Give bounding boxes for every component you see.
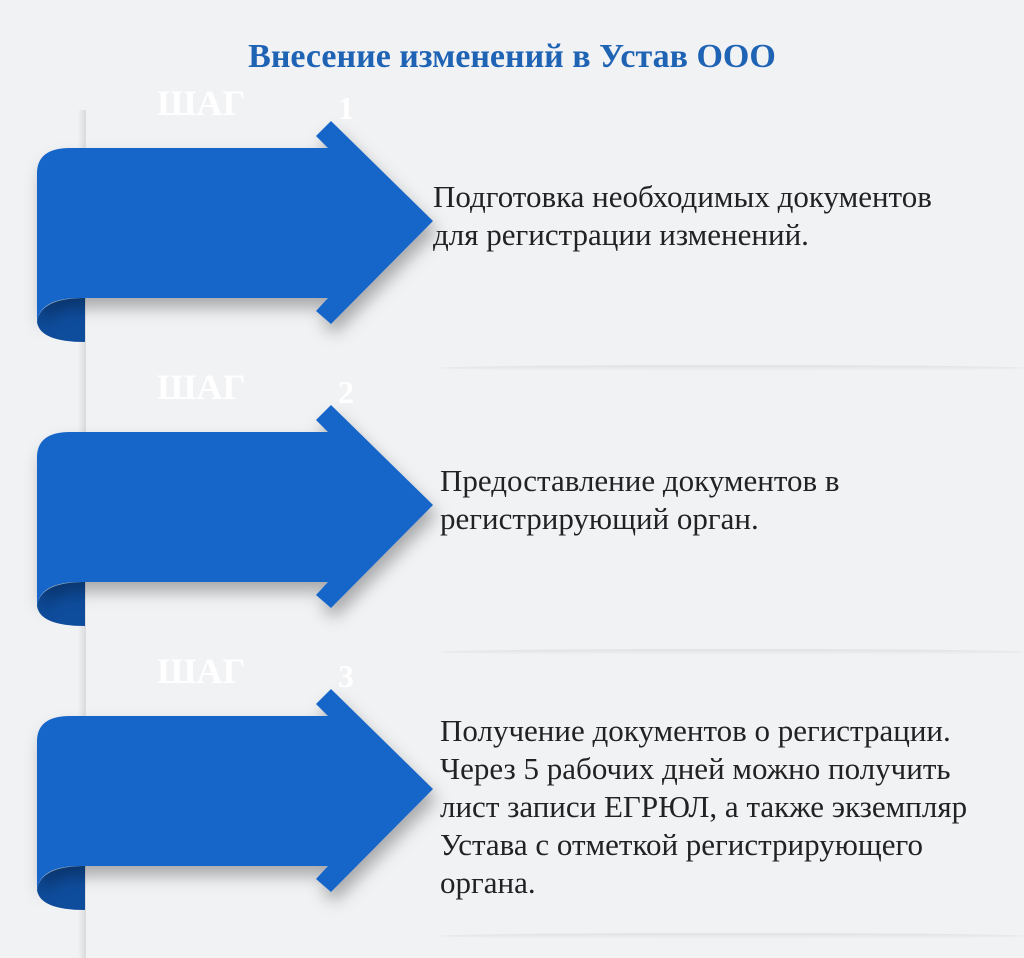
description-line: Через 5 рабочих дней можно получить bbox=[440, 751, 951, 786]
arrow-icon bbox=[37, 121, 433, 342]
step-label: ШАГ bbox=[157, 83, 246, 123]
divider bbox=[440, 365, 1024, 371]
divider bbox=[440, 933, 1024, 939]
description-line: Получение документов о регистрации. bbox=[440, 713, 951, 748]
divider bbox=[440, 649, 1024, 655]
step-number: 2 bbox=[338, 374, 354, 410]
step-description: Подготовка необходимых документов для ре… bbox=[433, 178, 932, 254]
step-1: ШАГ 1 Подготовка необходимых документов … bbox=[0, 0, 1024, 371]
step-description: Предоставление документов в регистрирующ… bbox=[440, 462, 840, 538]
arrow-icon bbox=[37, 689, 433, 910]
step-label: ШАГ bbox=[157, 651, 246, 691]
description-line: для регистрации изменений. bbox=[433, 217, 809, 252]
description-line: лист записи ЕГРЮЛ, а также экземпляр bbox=[440, 789, 968, 824]
step-description: Получение документов о регистрации. Чере… bbox=[440, 712, 967, 902]
description-line: регистрирующий орган. bbox=[440, 501, 759, 536]
step-3: ШАГ 3 Получение документов о регистрации… bbox=[0, 568, 1024, 939]
description-line: Подготовка необходимых документов bbox=[433, 179, 932, 214]
arrow-icon bbox=[37, 405, 433, 626]
step-number: 3 bbox=[338, 658, 354, 694]
step-label: ШАГ bbox=[157, 367, 246, 407]
page-title: Внесение изменений в Устав ООО bbox=[248, 38, 776, 75]
description-line: органа. bbox=[440, 865, 536, 900]
step-2: ШАГ 2 Предоставление документов в регист… bbox=[0, 284, 1024, 655]
description-line: Устава с отметкой регистрирующего bbox=[440, 827, 923, 862]
description-line: Предоставление документов в bbox=[440, 463, 840, 498]
step-number: 1 bbox=[338, 90, 354, 126]
